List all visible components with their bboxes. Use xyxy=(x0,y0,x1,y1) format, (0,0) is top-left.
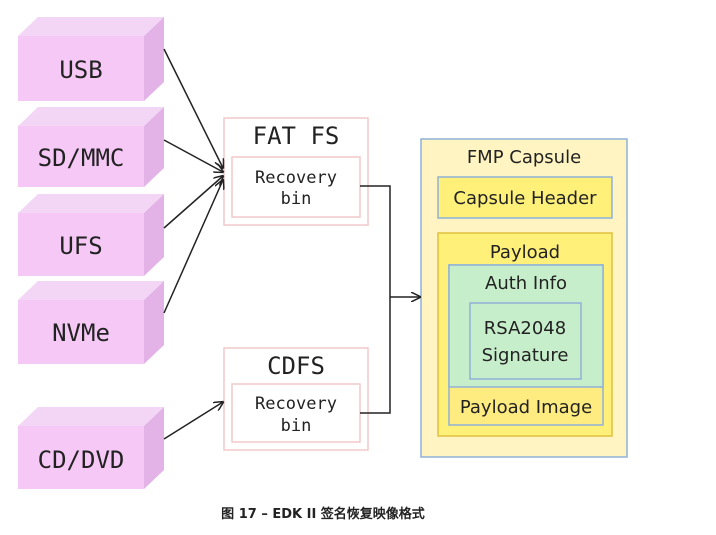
cdfs-recovery-line1: Recovery xyxy=(255,394,337,414)
device-label-sdmmc: SD/MMC xyxy=(38,144,125,172)
fat-fs-recovery-line2: bin xyxy=(281,189,312,209)
fmp-capsule-title: FMP Capsule xyxy=(467,147,581,168)
device-block-nvme: NVMe xyxy=(18,281,164,364)
connector-fatfs-to-merge xyxy=(360,185,391,414)
payload-image-label: Payload Image xyxy=(460,397,592,418)
device-block-sdmmc: SD/MMC xyxy=(18,107,164,187)
cdfs-recovery-line2: bin xyxy=(281,416,312,436)
arrow-sdmmc-to-fatfs xyxy=(163,139,223,172)
device-label-ufs: UFS xyxy=(59,232,102,260)
device-block-cddvd: CD/DVD xyxy=(18,407,164,489)
cdfs-title: CDFS xyxy=(267,352,325,380)
signature-line2: Signature xyxy=(482,345,569,366)
payload-title: Payload xyxy=(490,242,560,263)
fat-fs-recovery-line1: Recovery xyxy=(255,168,337,188)
device-block-usb: USB xyxy=(18,17,164,101)
arrow-nvme-to-fatfs xyxy=(163,180,223,314)
cdfs-box: CDFS Recovery bin xyxy=(223,347,369,451)
device-label-cddvd: CD/DVD xyxy=(38,446,125,474)
auth-info-title: Auth Info xyxy=(485,273,567,294)
device-block-ufs: UFS xyxy=(18,194,164,276)
capsule-header-box xyxy=(437,176,613,219)
device-label-nvme: NVMe xyxy=(52,319,110,347)
arrow-cddvd-to-cdfs xyxy=(163,402,223,440)
fat-fs-box: FAT FS Recovery bin xyxy=(223,117,369,226)
signature-line1: RSA2048 xyxy=(484,318,566,339)
signature-box xyxy=(469,302,582,380)
fat-fs-title: FAT FS xyxy=(253,122,340,150)
fmp-capsule-box: FMP Capsule Capsule Header Payload Auth … xyxy=(420,138,628,458)
arrow-ufs-to-fatfs xyxy=(163,176,223,229)
arrow-usb-to-fatfs xyxy=(163,48,223,168)
figure-caption: 图 17 – EDK II 签名恢复映像格式 xyxy=(221,507,425,522)
capsule-header-label: Capsule Header xyxy=(453,188,597,209)
device-label-usb: USB xyxy=(59,56,102,84)
connectors xyxy=(163,48,420,440)
